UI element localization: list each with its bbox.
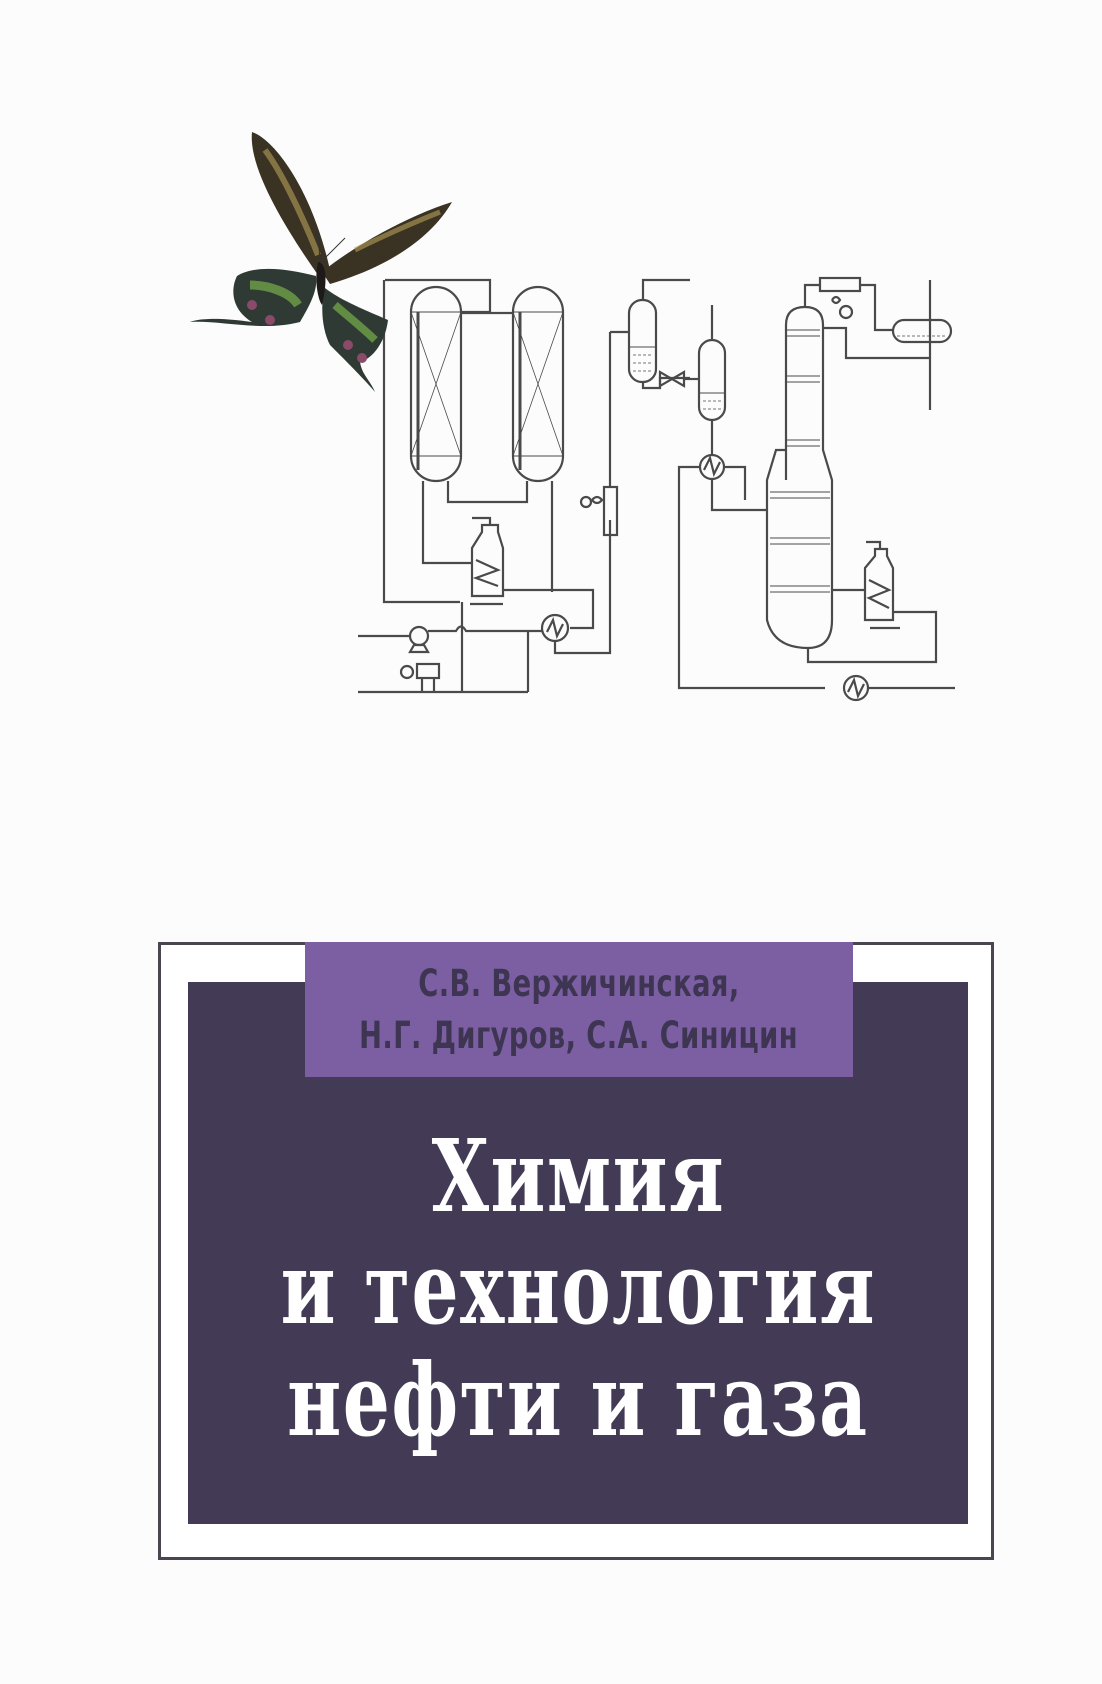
illustration — [190, 132, 955, 702]
reactor-1-icon — [409, 285, 463, 483]
heat-exchanger-2-icon — [698, 453, 726, 481]
air-cooler-2-icon — [818, 276, 862, 320]
book-title: Химия и технология нефти и газа — [188, 1120, 968, 1456]
author-line-1: С.В. Вержичинская, — [418, 961, 740, 1005]
heat-exchanger-1-icon — [540, 613, 570, 643]
pump-icon — [408, 625, 430, 654]
reflux-drum-icon — [891, 318, 953, 344]
butterfly-icon — [190, 132, 452, 392]
process-flow-diagram — [358, 276, 955, 702]
reactor-2-icon — [511, 285, 565, 483]
author-line-2: Н.Г. Дигуров, С.А. Синицин — [359, 1013, 799, 1057]
motor-compressor-icon — [399, 662, 441, 692]
title-line-2: и технология — [280, 1229, 876, 1347]
distillation-column-icon — [765, 305, 834, 650]
furnace-1-icon — [470, 516, 505, 606]
title-line-1: Химия — [431, 1117, 725, 1235]
authors-box: С.В. Вержичинская, Н.Г. Дигуров, С.А. Си… — [305, 942, 853, 1077]
separator-2-icon — [697, 338, 727, 422]
title-line-3: нефти и газа — [287, 1341, 869, 1459]
air-cooler-1-icon — [579, 485, 619, 537]
heat-exchanger-3-icon — [842, 674, 870, 702]
furnace-2-icon — [863, 540, 900, 630]
separator-1-icon — [627, 298, 658, 384]
